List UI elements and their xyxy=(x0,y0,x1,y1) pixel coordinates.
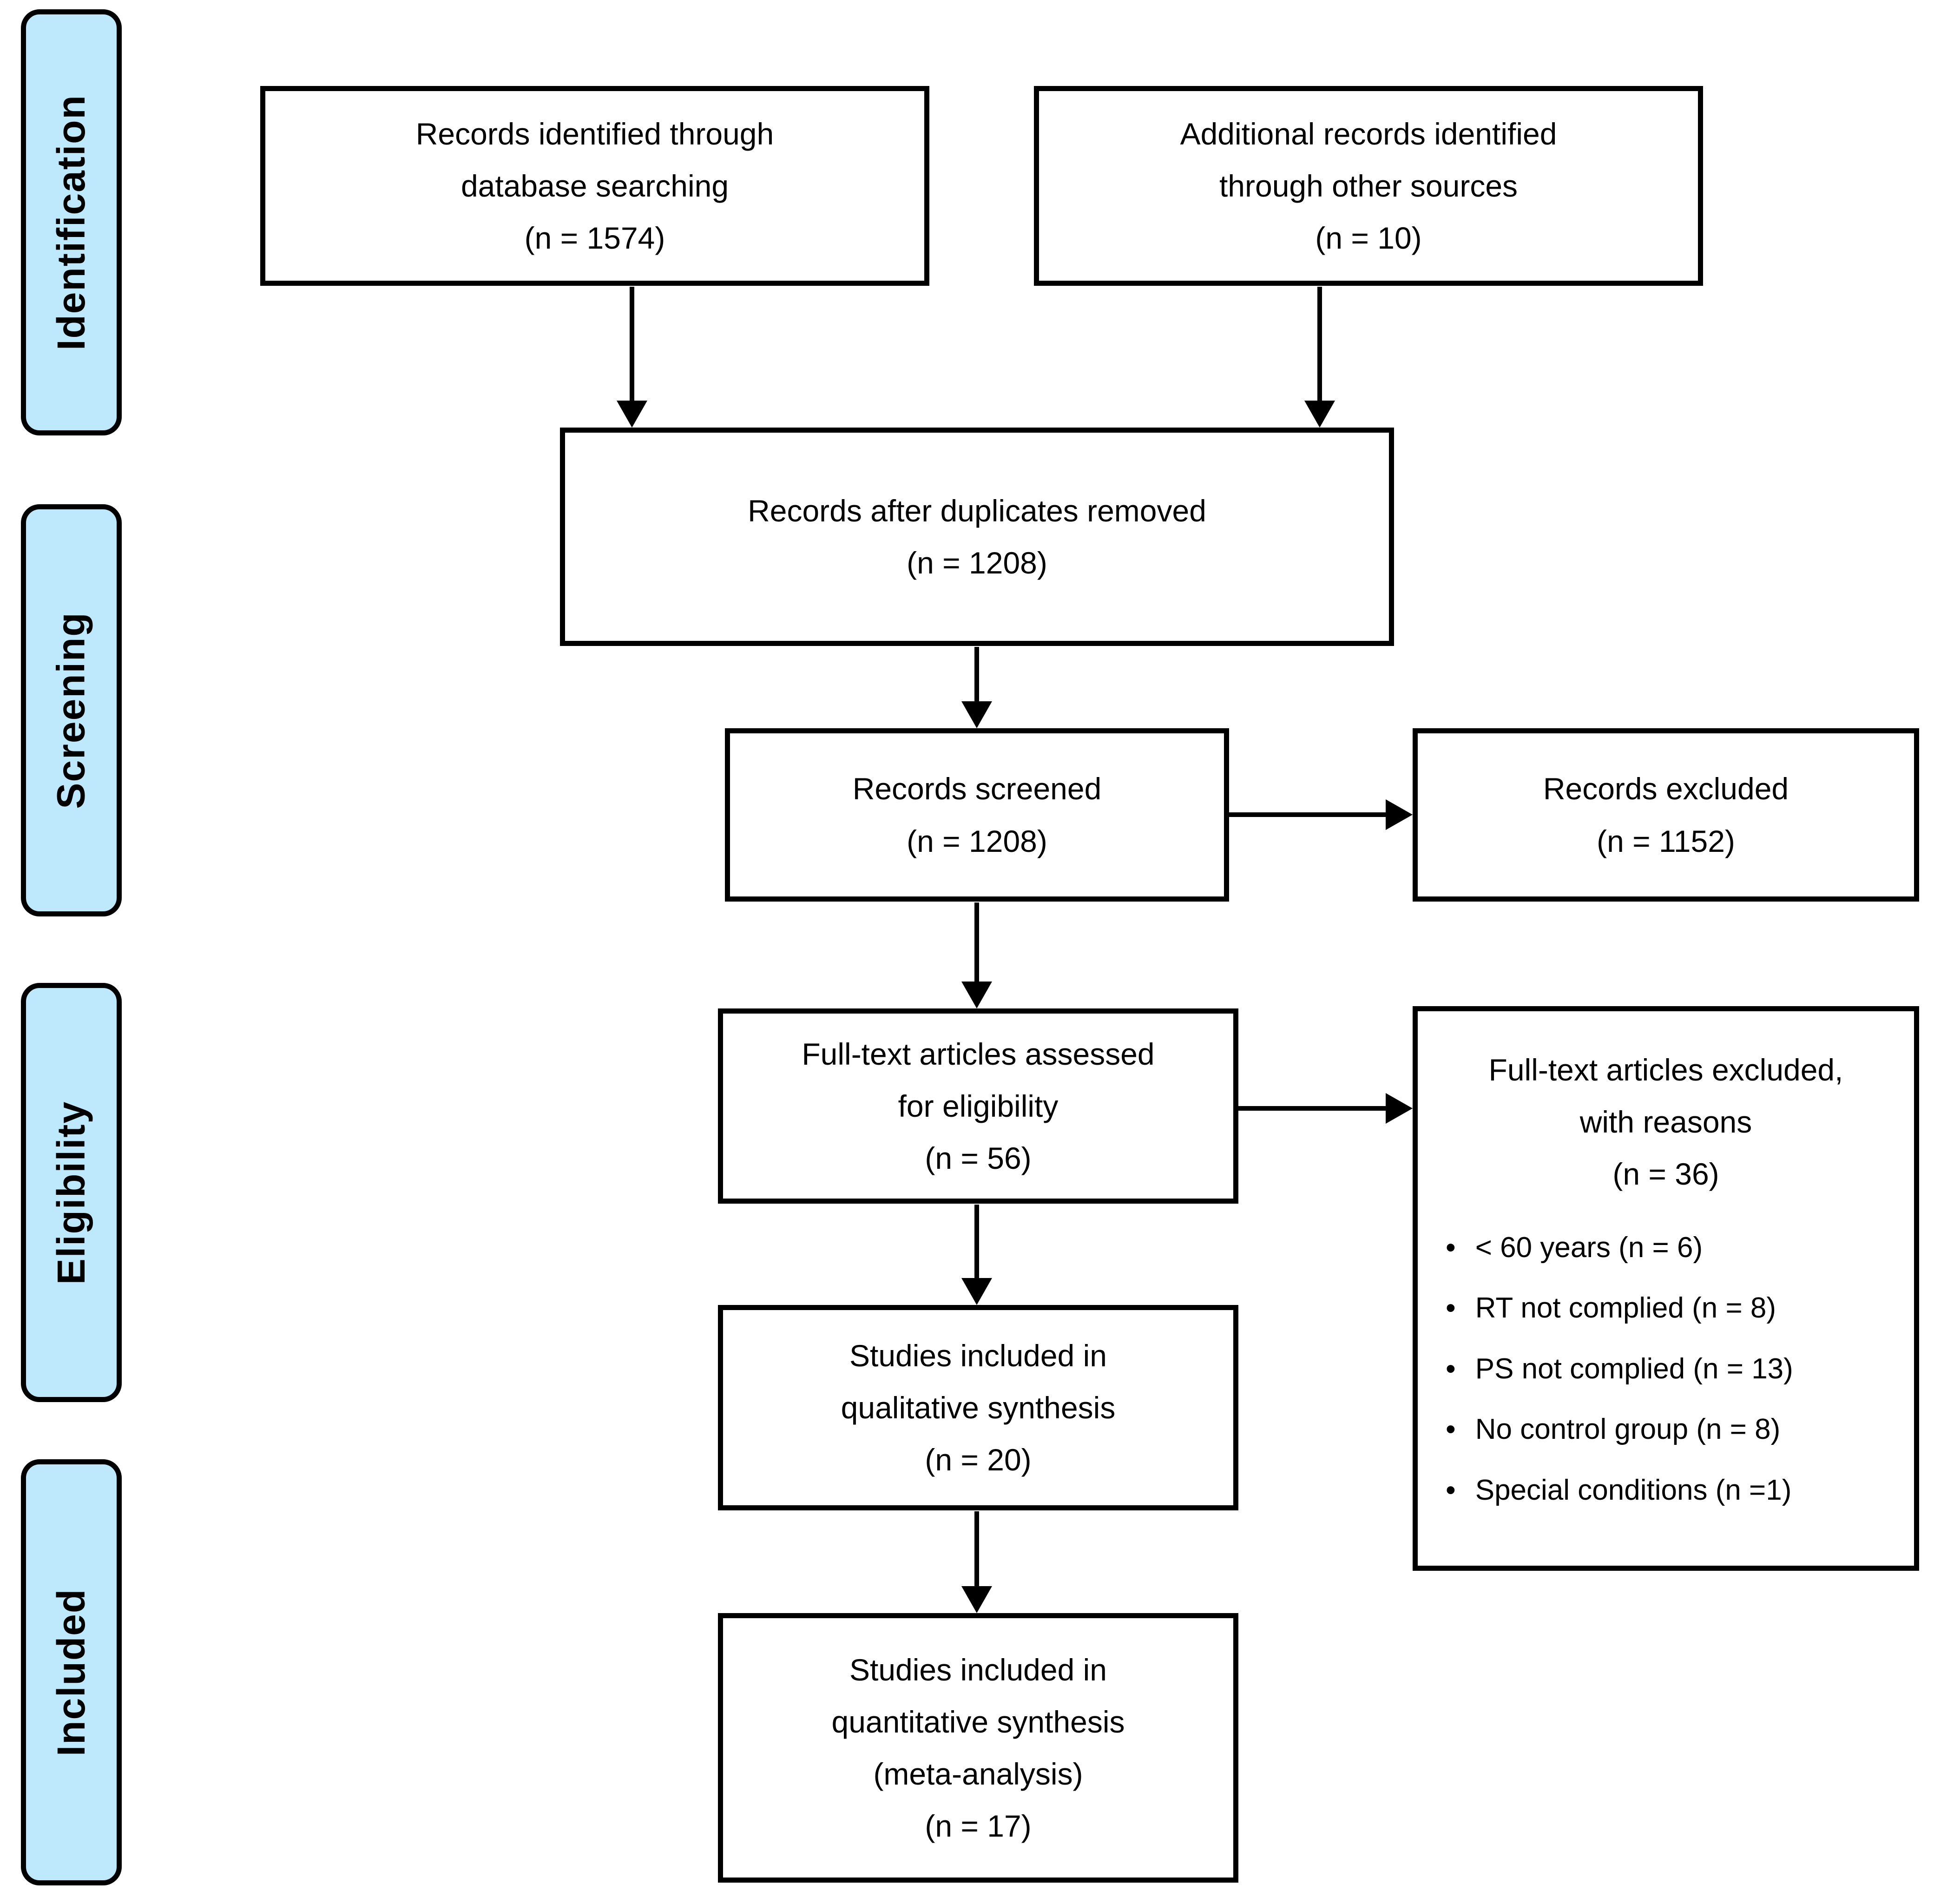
box-fulltext-assessed: Full-text articles assessed for eligibil… xyxy=(718,1008,1238,1204)
box-records-excluded-count: (n = 1152) xyxy=(1597,824,1735,858)
exclusion-reason-item: No control group (n = 8) xyxy=(1446,1411,1902,1449)
box-records-identified-line: database searching xyxy=(460,168,729,203)
arrow-identified-to-duplicates xyxy=(616,287,648,428)
box-records-identified: Records identified through database sear… xyxy=(260,86,929,286)
box-fulltext-assessed-line: Full-text articles assessed xyxy=(802,1036,1155,1071)
box-qualitative-synthesis-line: qualitative synthesis xyxy=(841,1390,1116,1425)
box-quantitative-synthesis-count: (n = 17) xyxy=(925,1809,1032,1844)
box-fulltext-excluded: Full-text articles excluded, with reason… xyxy=(1413,1006,1919,1571)
exclusion-reasons-list: < 60 years (n = 6) RT not complied (n = … xyxy=(1418,1229,1914,1533)
box-duplicates-removed: Records after duplicates removed (n = 12… xyxy=(560,428,1394,646)
exclusion-reason-item: < 60 years (n = 6) xyxy=(1446,1229,1902,1267)
stage-screening: Screening xyxy=(21,504,122,916)
box-quantitative-synthesis-line: Studies included in xyxy=(849,1652,1107,1687)
box-records-excluded: Records excluded (n = 1152) xyxy=(1413,728,1919,902)
arrow-additional-to-duplicates xyxy=(1303,287,1336,428)
stage-identification-label: Identification xyxy=(49,94,93,350)
exclusion-reason-text: Special conditions (n =1) xyxy=(1475,1474,1792,1506)
stage-included-label: Included xyxy=(49,1588,93,1757)
box-records-excluded-line: Records excluded xyxy=(1543,771,1789,806)
box-qualitative-synthesis: Studies included in qualitative synthesi… xyxy=(718,1305,1238,1510)
box-quantitative-synthesis: Studies included in quantitative synthes… xyxy=(718,1613,1238,1883)
arrow-screened-to-fulltext xyxy=(960,903,993,1008)
arrow-duplicates-to-screened xyxy=(960,647,993,728)
box-duplicates-removed-line: Records after duplicates removed xyxy=(748,493,1206,528)
box-additional-records-line: Additional records identified xyxy=(1180,116,1557,151)
box-records-screened: Records screened (n = 1208) xyxy=(725,728,1229,902)
exclusion-reason-text: RT not complied (n = 8) xyxy=(1475,1292,1776,1324)
box-quantitative-synthesis-line: (meta-analysis) xyxy=(873,1757,1083,1791)
box-fulltext-assessed-line: for eligibility xyxy=(898,1088,1059,1123)
stage-eligibility: Eligibility xyxy=(21,983,122,1402)
box-fulltext-excluded-count: (n = 36) xyxy=(1612,1157,1719,1192)
arrow-fulltext-to-excluded xyxy=(1238,1092,1413,1125)
box-fulltext-excluded-line: with reasons xyxy=(1579,1105,1752,1140)
box-additional-records-line: through other sources xyxy=(1219,168,1518,203)
exclusion-reason-item: RT not complied (n = 8) xyxy=(1446,1290,1902,1327)
exclusion-reason-text: No control group (n = 8) xyxy=(1475,1413,1781,1446)
stage-identification: Identification xyxy=(21,9,122,435)
box-additional-records: Additional records identified through ot… xyxy=(1034,86,1703,286)
stage-included: Included xyxy=(21,1459,122,1885)
box-fulltext-excluded-line: Full-text articles excluded, xyxy=(1488,1053,1843,1087)
box-duplicates-removed-count: (n = 1208) xyxy=(907,546,1047,580)
exclusion-reason-text: < 60 years (n = 6) xyxy=(1475,1231,1703,1264)
exclusion-reason-item: PS not complied (n = 13) xyxy=(1446,1351,1902,1388)
box-records-screened-count: (n = 1208) xyxy=(907,824,1047,858)
box-additional-records-count: (n = 10) xyxy=(1315,221,1422,256)
stage-screening-label: Screening xyxy=(49,612,93,809)
arrow-fulltext-to-qualitative xyxy=(960,1205,993,1305)
box-quantitative-synthesis-line: quantitative synthesis xyxy=(831,1704,1125,1739)
arrow-screened-to-excluded xyxy=(1229,798,1413,831)
box-records-screened-line: Records screened xyxy=(852,771,1102,806)
exclusion-reason-item: Special conditions (n =1) xyxy=(1446,1472,1902,1509)
arrow-qualitative-to-quantitative xyxy=(960,1511,993,1613)
exclusion-reason-text: PS not complied (n = 13) xyxy=(1475,1352,1793,1385)
box-records-identified-count: (n = 1574) xyxy=(524,221,665,256)
box-fulltext-assessed-count: (n = 56) xyxy=(925,1141,1032,1176)
box-records-identified-line: Records identified through xyxy=(415,116,774,151)
box-qualitative-synthesis-count: (n = 20) xyxy=(925,1443,1032,1477)
box-qualitative-synthesis-line: Studies included in xyxy=(849,1338,1107,1373)
stage-eligibility-label: Eligibility xyxy=(49,1100,93,1285)
